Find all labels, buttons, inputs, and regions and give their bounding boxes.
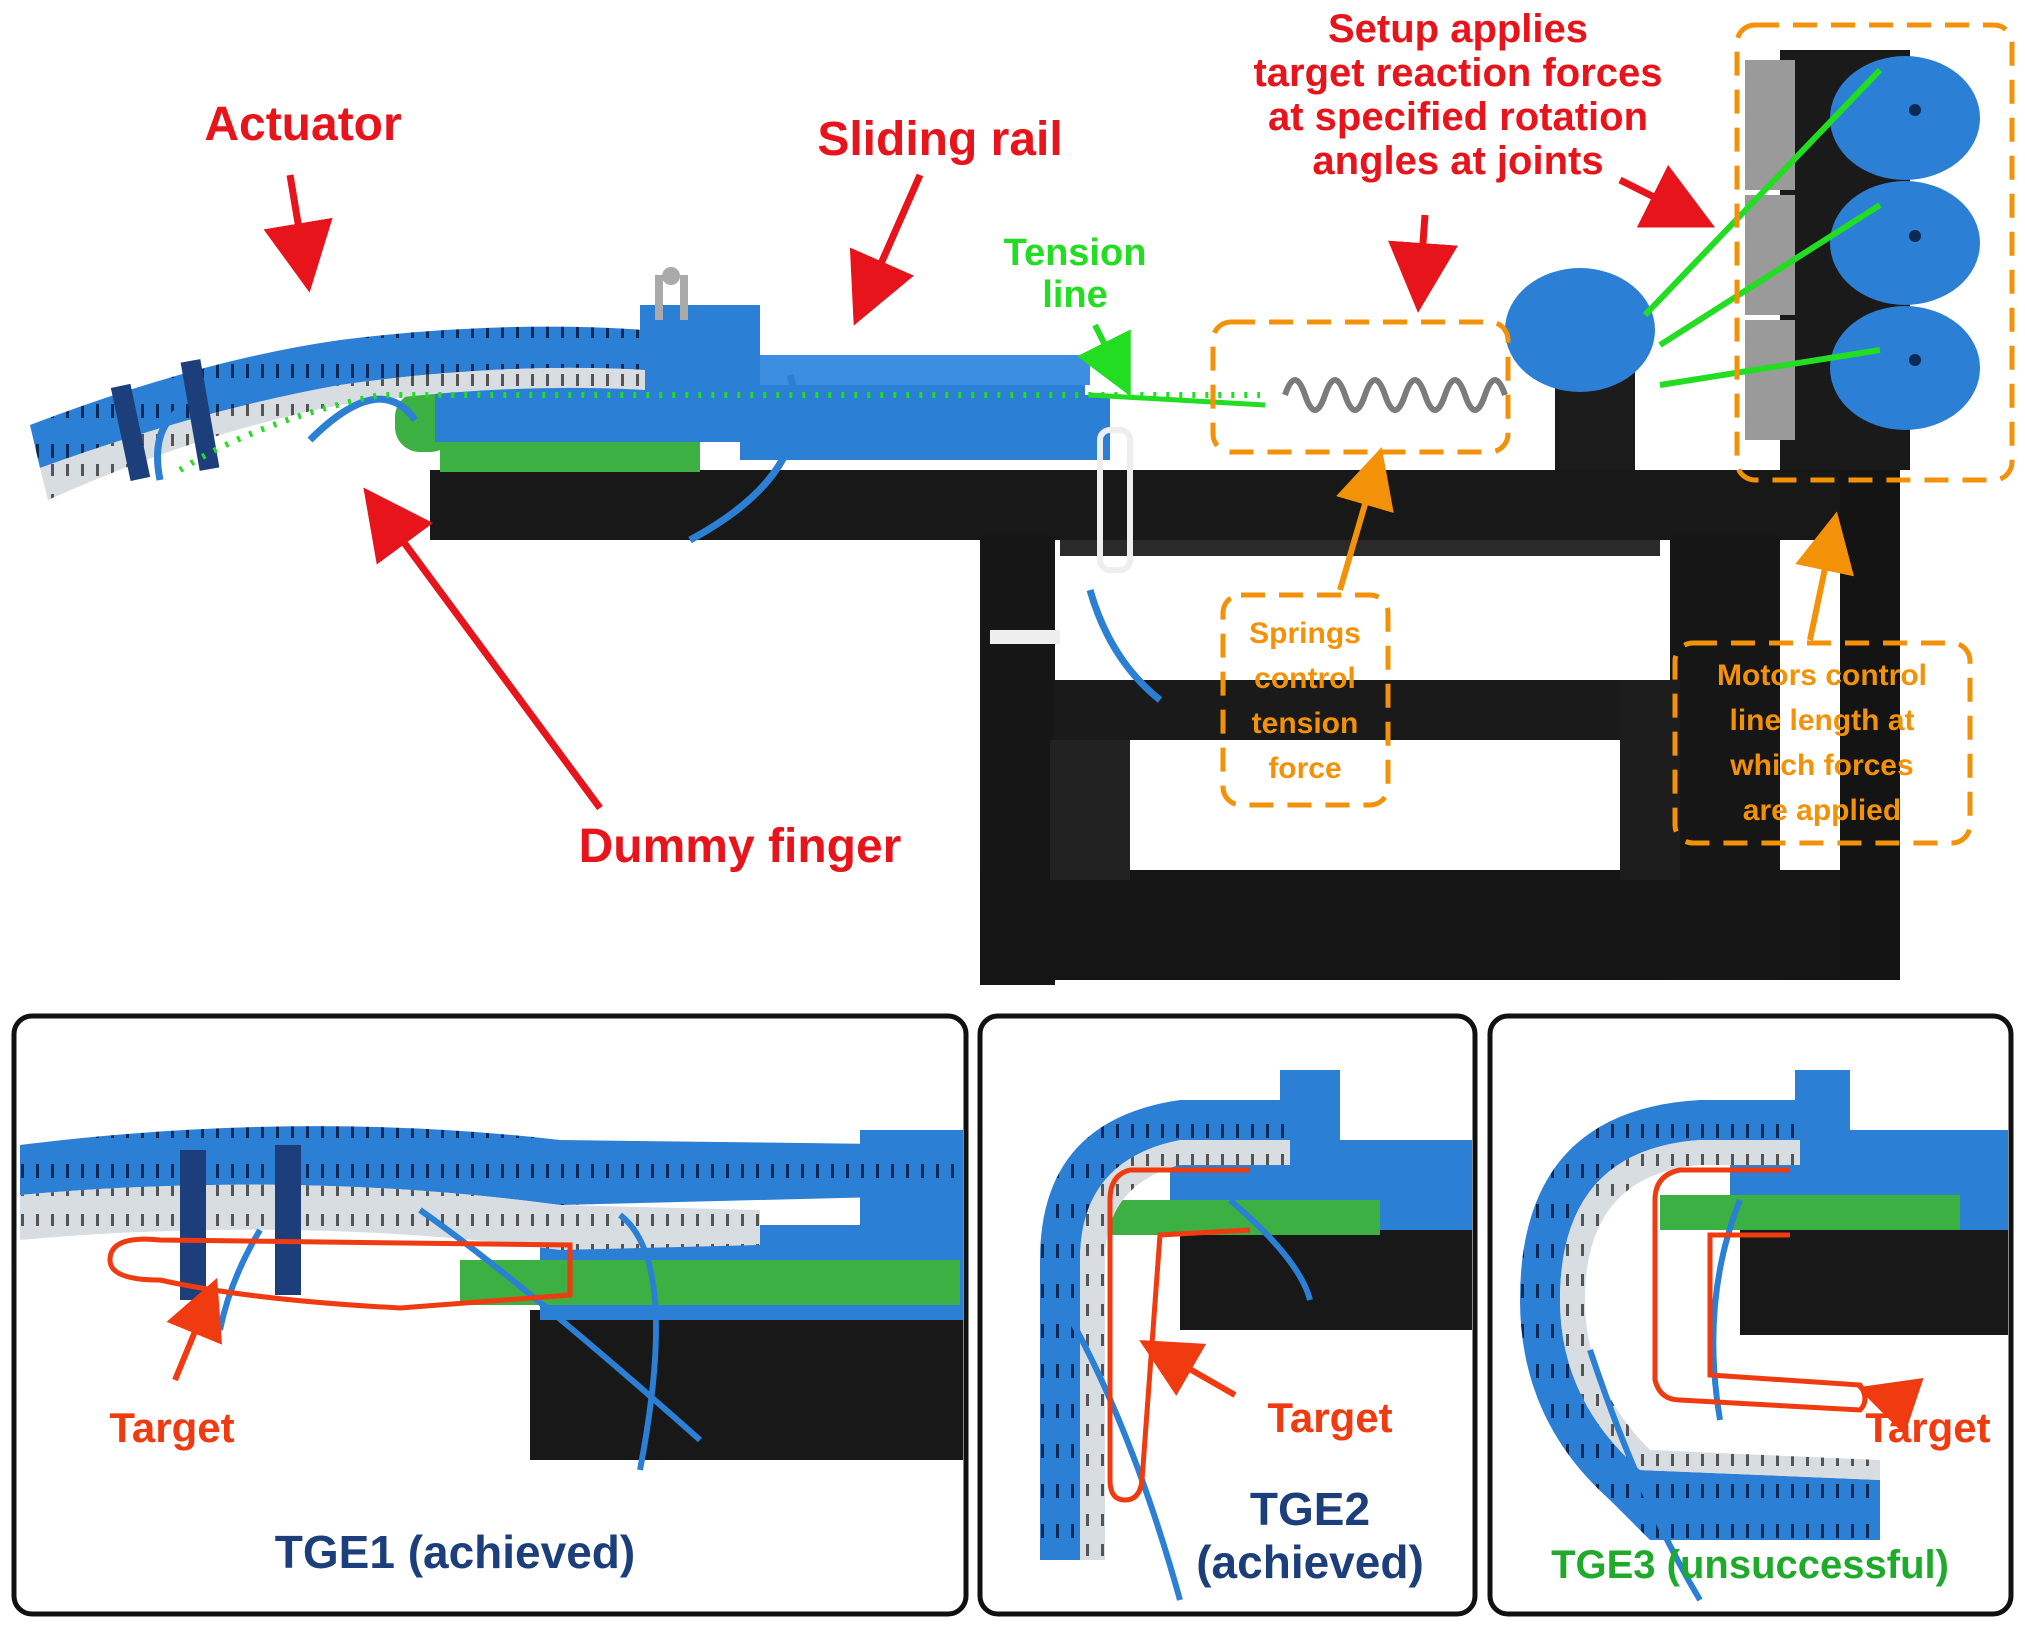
setup-label-3: at specified rotation [1268, 95, 1648, 139]
panel1-caption: TGE1 (achieved) [275, 1526, 635, 1578]
panel-tge1: Target TGE1 (achieved) [11, 1013, 969, 1617]
air-tubes [154, 373, 1163, 703]
arrow-icon [1077, 323, 1131, 397]
panel2-caption-2: (achieved) [1196, 1536, 1424, 1588]
bolt-icon [662, 267, 680, 285]
tension-line-solid [1089, 392, 1266, 408]
arrow-icon [1618, 164, 1716, 228]
panel1-target-label: Target [109, 1404, 234, 1451]
zip-tie [1097, 427, 1133, 573]
setup-label-2: target reaction forces [1253, 51, 1662, 95]
actuator-label: Actuator [204, 98, 401, 151]
motors-region-box [1734, 22, 2015, 483]
arrow-icon [363, 487, 603, 811]
tension-line-label-2: line [1042, 274, 1107, 316]
panel3-caption: TGE3 (unsuccessful) [1551, 1543, 1949, 1587]
steel-frame [430, 470, 1900, 985]
arrow-icon [166, 1277, 223, 1382]
arrow-icon [1139, 1340, 1237, 1398]
zip-tie [990, 630, 1060, 644]
motor-spool-icon [1830, 56, 1980, 430]
motors-label-1: Motors control [1717, 659, 1927, 692]
panel2-target-label: Target [1267, 1394, 1392, 1441]
motors-label-2: line length at [1729, 704, 1914, 737]
setup-label-1: Setup applies [1328, 7, 1588, 51]
dummy-finger-label: Dummy finger [579, 820, 902, 873]
panel-tge2: Target TGE2 (achieved) [977, 1013, 1478, 1617]
springs-label-4: force [1268, 752, 1341, 785]
sliding-rail [435, 267, 1110, 460]
finger-base [440, 440, 700, 472]
springs-label-2: control [1254, 662, 1356, 695]
springs-label-1: Springs [1249, 617, 1361, 650]
arrow-icon [1857, 1377, 1924, 1435]
sliding-rail-label: Sliding rail [817, 113, 1062, 166]
arrow-icon [1336, 446, 1394, 591]
tension-line-label-1: Tension [1004, 232, 1147, 274]
springs-label-3: tension [1252, 707, 1359, 740]
motors-label-3: which forces [1729, 749, 1913, 782]
motor-spool-icon [1505, 268, 1655, 392]
panel3-target-label: Target [1865, 1404, 1990, 1451]
target-outline [107, 1236, 573, 1311]
spool-lines [1642, 67, 1883, 388]
arrow-icon [849, 173, 924, 326]
target-outline [1107, 1167, 1251, 1503]
annotation-arrows [263, 164, 1854, 811]
springs-label-box [1220, 592, 1391, 808]
panel2-caption-1: TGE2 [1250, 1483, 1370, 1535]
panel-tge3: Target TGE3 (unsuccessful) [1487, 1013, 2014, 1617]
spring-icon [1282, 377, 1508, 413]
test-rig [30, 50, 1980, 985]
arrow-icon [1795, 511, 1854, 641]
arrow-icon [263, 174, 333, 293]
arrow-icon [1388, 214, 1458, 313]
motors-label-box [1672, 640, 1973, 846]
motors-label-4: are applied [1743, 794, 1901, 827]
setup-label-4: angles at joints [1312, 139, 1603, 183]
